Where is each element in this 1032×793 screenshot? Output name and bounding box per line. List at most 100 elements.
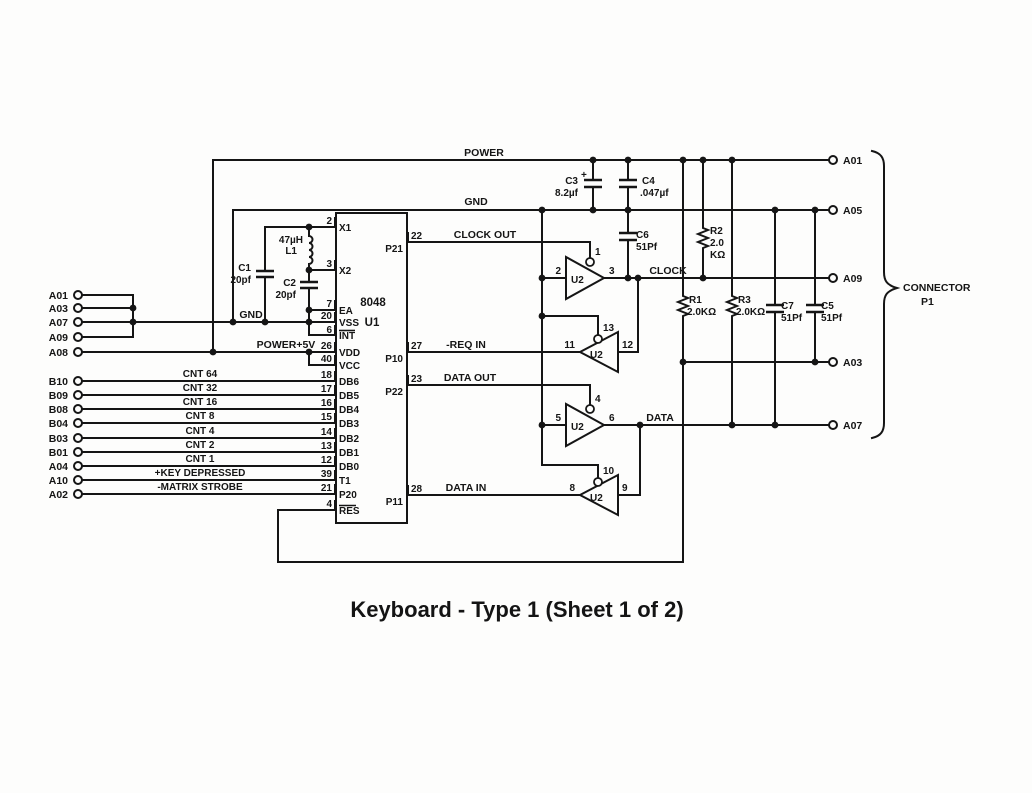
wire-int-branch — [308, 321, 337, 336]
buffer-pin: 4 — [595, 394, 601, 405]
inductor-l1 — [308, 226, 314, 271]
pin-name: DB5 — [339, 391, 359, 402]
pin-name: VDD — [339, 348, 360, 359]
clock-net-label: CLOCK — [649, 265, 687, 277]
terminal-left — [73, 475, 83, 485]
r2-ref: R2 — [710, 226, 723, 237]
capacitor-c2 — [300, 280, 318, 290]
connector-p1-brace — [870, 149, 901, 440]
pin-num: 26 — [321, 341, 333, 352]
pin-name: EA — [339, 306, 353, 317]
pin-num: 14 — [321, 427, 333, 438]
l1-ref: L1 — [285, 246, 297, 257]
data-out-label: DATA OUT — [444, 372, 497, 384]
c3-value: 8.2µf — [555, 188, 579, 199]
bus-signal-label: CNT 4 — [186, 426, 215, 437]
connector-name: CONNECTOR — [903, 282, 971, 294]
gnd-left-label: GND — [239, 309, 263, 321]
pin-name: X1 — [339, 223, 352, 234]
buffer-pin: 2 — [555, 266, 561, 277]
ic-ref: U1 — [365, 317, 380, 329]
wire-buf2-in-riser — [617, 277, 639, 353]
capacitor-c6 — [619, 231, 637, 242]
c1-value: 20pf — [230, 275, 251, 286]
buffer-u2-data-receiver-bubble — [593, 477, 603, 487]
terminal-label: B08 — [49, 404, 68, 416]
c2-ref: C2 — [283, 278, 296, 289]
buffer-pin: 12 — [622, 340, 634, 351]
pin-num: 15 — [321, 412, 333, 423]
c3-ref: C3 — [565, 176, 578, 187]
connector-ref: P1 — [921, 296, 934, 308]
pin-num: 28 — [411, 484, 423, 495]
capacitor-c1 — [256, 269, 274, 279]
terminal-right — [828, 420, 838, 430]
buffer-pin: 1 — [595, 247, 601, 258]
pin-name: DB6 — [339, 377, 359, 388]
r3-ref: R3 — [738, 295, 751, 306]
req-in-label: -REQ IN — [446, 339, 486, 351]
buffer-pin: 11 — [564, 340, 575, 351]
terminal-label: A01 — [49, 290, 68, 302]
pin-num: 6 — [326, 325, 332, 336]
c5-ref: C5 — [821, 301, 834, 312]
terminal-label: A01 — [843, 155, 862, 167]
data-in-label: DATA IN — [446, 482, 487, 494]
wires — [81, 159, 830, 563]
capacitor-c3 — [584, 178, 602, 189]
r1-value: 2.0KΩ — [687, 307, 716, 318]
terminal-left — [73, 461, 83, 471]
bus-signal-label: CNT 32 — [183, 383, 218, 394]
pin-num: 16 — [321, 398, 333, 409]
ic-part-number: 8048 — [360, 297, 386, 309]
wire-buf4-in-riser — [617, 424, 641, 496]
pin-num: 39 — [321, 469, 333, 480]
terminal-label: B10 — [49, 376, 68, 388]
terminal-left — [73, 489, 83, 499]
pin-name: DB4 — [339, 405, 359, 416]
terminal-label: A10 — [49, 475, 68, 487]
page-title: Keyboard - Type 1 (Sheet 1 of 2) — [350, 597, 683, 622]
pin-num: 3 — [326, 259, 332, 270]
power-5v-label: POWER+5V — [257, 339, 316, 351]
buffer-pin: 13 — [603, 323, 615, 334]
pin-num: 27 — [411, 341, 423, 352]
c6-value: 51Pf — [636, 242, 658, 253]
r3-value: 2.0KΩ — [736, 307, 765, 318]
resistor-r2 — [695, 159, 711, 279]
c5-value: 51Pf — [821, 313, 843, 324]
bus-signal-label: CNT 16 — [183, 397, 218, 408]
buffer-pin: 9 — [622, 483, 628, 494]
buffer-u2-data-driver — [565, 402, 607, 448]
terminals — [73, 149, 901, 499]
pin-num: 22 — [411, 231, 423, 242]
capacitor-c7 — [766, 303, 784, 314]
pin-name: T1 — [339, 476, 351, 487]
c7-ref: C7 — [781, 301, 794, 312]
terminal-left — [73, 303, 83, 313]
terminal-left — [73, 418, 83, 428]
buffer-u2-data-driver-bubble — [585, 404, 595, 414]
terminal-left — [73, 290, 83, 300]
c6-ref: C6 — [636, 230, 649, 241]
c2-value: 20pf — [275, 290, 296, 301]
c4-value: .047µf — [640, 188, 669, 199]
ic-u1 — [334, 212, 409, 524]
terminal-label: A09 — [49, 332, 68, 344]
pin-name: DB2 — [339, 434, 359, 445]
wire-clock-out — [406, 241, 591, 258]
buffer-pin: 6 — [609, 413, 615, 424]
bus-signal-label: CNT 2 — [186, 440, 215, 451]
wire-gnd-bus — [81, 294, 134, 338]
pin-num: 2 — [326, 216, 332, 227]
terminal-left — [73, 447, 83, 457]
buffer-u2-clock-driver-bubble — [585, 257, 595, 267]
l1-value: 47µH — [279, 235, 303, 246]
r2-unit: KΩ — [710, 250, 725, 261]
buffer-pin: 10 — [603, 466, 615, 477]
wire-buf2-en — [541, 315, 599, 335]
terminal-label: B04 — [49, 418, 68, 430]
data-net-label: DATA — [646, 412, 674, 424]
components — [256, 159, 824, 426]
terminal-left — [73, 332, 83, 342]
